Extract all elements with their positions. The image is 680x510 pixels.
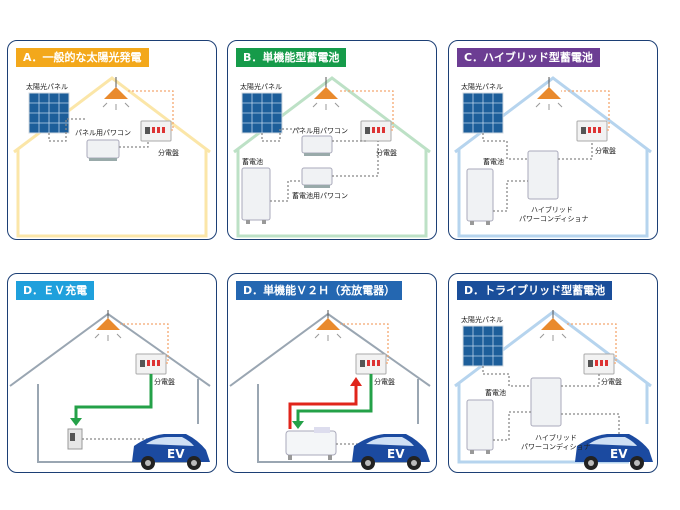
panel-b-single-battery: B．単機能型蓄電池 太陽光パネル パネル用パワコン 分電盤 蓄電池 蓄電池用パワ… bbox=[227, 40, 437, 240]
ceiling-lamp-icon bbox=[102, 77, 130, 110]
label-hybrid: ハイブリッド bbox=[531, 206, 573, 214]
panel-title: D．トライブリッド型蓄電池 bbox=[457, 281, 613, 300]
panel-d-v2h: D．単機能Ｖ２Ｈ（充放電器） 分電盤 EV bbox=[227, 273, 437, 473]
ev-car-icon bbox=[132, 434, 210, 470]
hybrid-pcs-icon bbox=[527, 150, 559, 200]
ceiling-lamp-icon bbox=[312, 77, 340, 110]
label-distribution-board: 分電盤 bbox=[154, 378, 175, 386]
ev-charger-icon bbox=[67, 428, 83, 450]
power-conditioner-icon bbox=[86, 139, 120, 161]
hybrid-pcs-icon bbox=[530, 377, 562, 427]
ev-badge-text: EV bbox=[167, 447, 185, 461]
ev-badge-text: EV bbox=[387, 447, 405, 461]
power-conditioner-icon bbox=[301, 135, 333, 156]
distribution-board-icon bbox=[140, 120, 172, 142]
v2h-unit-icon bbox=[285, 427, 337, 460]
solar-panel-icon bbox=[28, 92, 70, 134]
panel-d-ev-charging: D．ＥＶ充電 分電盤 EV bbox=[7, 273, 217, 473]
label-power-conditioner: パワーコンディショナ bbox=[519, 215, 589, 223]
ceiling-lamp-icon bbox=[535, 77, 563, 110]
label-panel-pcs: パネル用パワコン bbox=[292, 127, 348, 135]
panel-d3-diagram bbox=[454, 310, 653, 470]
label-distribution-board: 分電盤 bbox=[376, 149, 397, 157]
label-power-conditioner: パワーコンディショナ bbox=[521, 443, 591, 451]
ceiling-lamp-icon bbox=[314, 310, 342, 341]
panel-c-diagram bbox=[454, 76, 652, 238]
panel-title: B．単機能型蓄電池 bbox=[236, 48, 347, 67]
battery-icon bbox=[466, 399, 494, 454]
label-battery: 蓄電池 bbox=[483, 158, 504, 166]
ceiling-lamp-icon bbox=[94, 310, 122, 341]
panel-d2-diagram bbox=[229, 310, 431, 470]
panel-title: D．単機能Ｖ２Ｈ（充放電器） bbox=[236, 281, 403, 300]
panel-title: C．ハイブリッド型蓄電池 bbox=[457, 48, 600, 67]
label-distribution-board: 分電盤 bbox=[374, 378, 395, 386]
distribution-board-icon bbox=[135, 353, 167, 375]
panel-a-diagram bbox=[13, 76, 211, 238]
label-solar-panel: 太陽光パネル bbox=[240, 83, 282, 91]
ceiling-lamp-icon bbox=[539, 310, 567, 341]
label-battery: 蓄電池 bbox=[485, 389, 506, 397]
label-hybrid: ハイブリッド bbox=[535, 434, 577, 442]
label-battery: 蓄電池 bbox=[242, 158, 263, 166]
solar-panel-icon bbox=[462, 92, 504, 134]
battery-icon bbox=[241, 167, 271, 224]
panel-b-diagram bbox=[233, 76, 431, 238]
ev-badge-text: EV bbox=[610, 447, 628, 461]
label-solar-panel: 太陽光パネル bbox=[461, 83, 503, 91]
battery-pcs-icon bbox=[301, 167, 333, 188]
label-distribution-board: 分電盤 bbox=[601, 378, 622, 386]
panel-d1-diagram bbox=[9, 310, 211, 470]
ev-car-icon bbox=[575, 434, 653, 470]
distribution-board-icon bbox=[583, 353, 615, 375]
solar-panel-icon bbox=[241, 92, 283, 134]
label-distribution-board: 分電盤 bbox=[595, 147, 616, 155]
label-solar-panel: 太陽光パネル bbox=[26, 83, 68, 91]
ev-car-icon bbox=[352, 434, 430, 470]
solar-panel-icon bbox=[462, 325, 504, 367]
label-battery-pcs: 蓄電池用パワコン bbox=[292, 192, 348, 200]
panel-d-tribrid-battery: D．トライブリッド型蓄電池 太陽光パネル 分電盤 蓄電池 ハイブリッド パワーコ… bbox=[448, 273, 658, 473]
panel-title: D．ＥＶ充電 bbox=[16, 281, 95, 300]
distribution-board-icon bbox=[576, 120, 608, 142]
distribution-board-icon bbox=[360, 120, 392, 142]
label-solar-panel: 太陽光パネル bbox=[461, 316, 503, 324]
distribution-board-icon bbox=[355, 353, 387, 375]
battery-icon bbox=[466, 168, 494, 225]
panel-title: A．一般的な太陽光発電 bbox=[16, 48, 149, 67]
label-distribution-board: 分電盤 bbox=[158, 149, 179, 157]
panel-a-solar-only: A．一般的な太陽光発電 太陽光パネル パネル用パワコン 分電盤 bbox=[7, 40, 217, 240]
label-panel-pcs: パネル用パワコン bbox=[75, 129, 131, 137]
panel-c-hybrid-battery: C．ハイブリッド型蓄電池 太陽光パネル 分電盤 蓄電池 ハイブリッド パワーコン… bbox=[448, 40, 658, 240]
